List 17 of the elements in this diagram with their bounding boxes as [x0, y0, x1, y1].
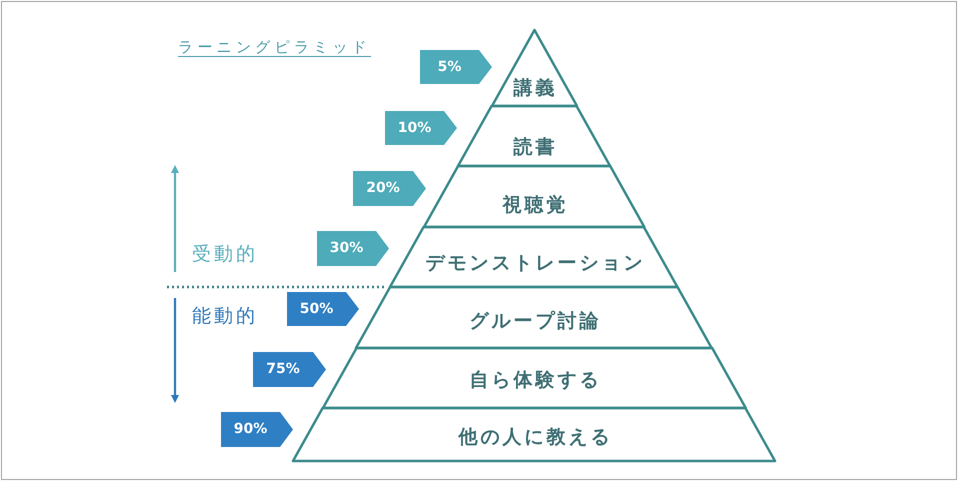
percentage-tag: 50%	[287, 292, 359, 326]
pyramid-level: 読書	[456, 104, 612, 168]
pyramid-level: 視聴覚	[422, 164, 646, 229]
percentage-tag: 5%	[420, 50, 492, 84]
pyramid-level: 講義	[490, 28, 578, 108]
percentage-tag: 90%	[221, 412, 293, 447]
side-label: 能動的	[192, 304, 258, 328]
side-label: 受動的	[192, 242, 258, 266]
title: ラーニングピラミッド	[178, 37, 371, 57]
percentage-tag: 30%	[317, 231, 389, 266]
percentage-tag: 10%	[385, 111, 457, 145]
pyramid-level: 自ら体験する	[320, 346, 748, 410]
percentage-tag: 20%	[353, 171, 426, 206]
pyramid-level: グループ討論	[354, 285, 714, 350]
pyramid-level: デモンストレーション	[388, 225, 680, 289]
pyramid-level: 他の人に教える	[291, 406, 777, 463]
percentage-tag: 75%	[253, 352, 326, 387]
